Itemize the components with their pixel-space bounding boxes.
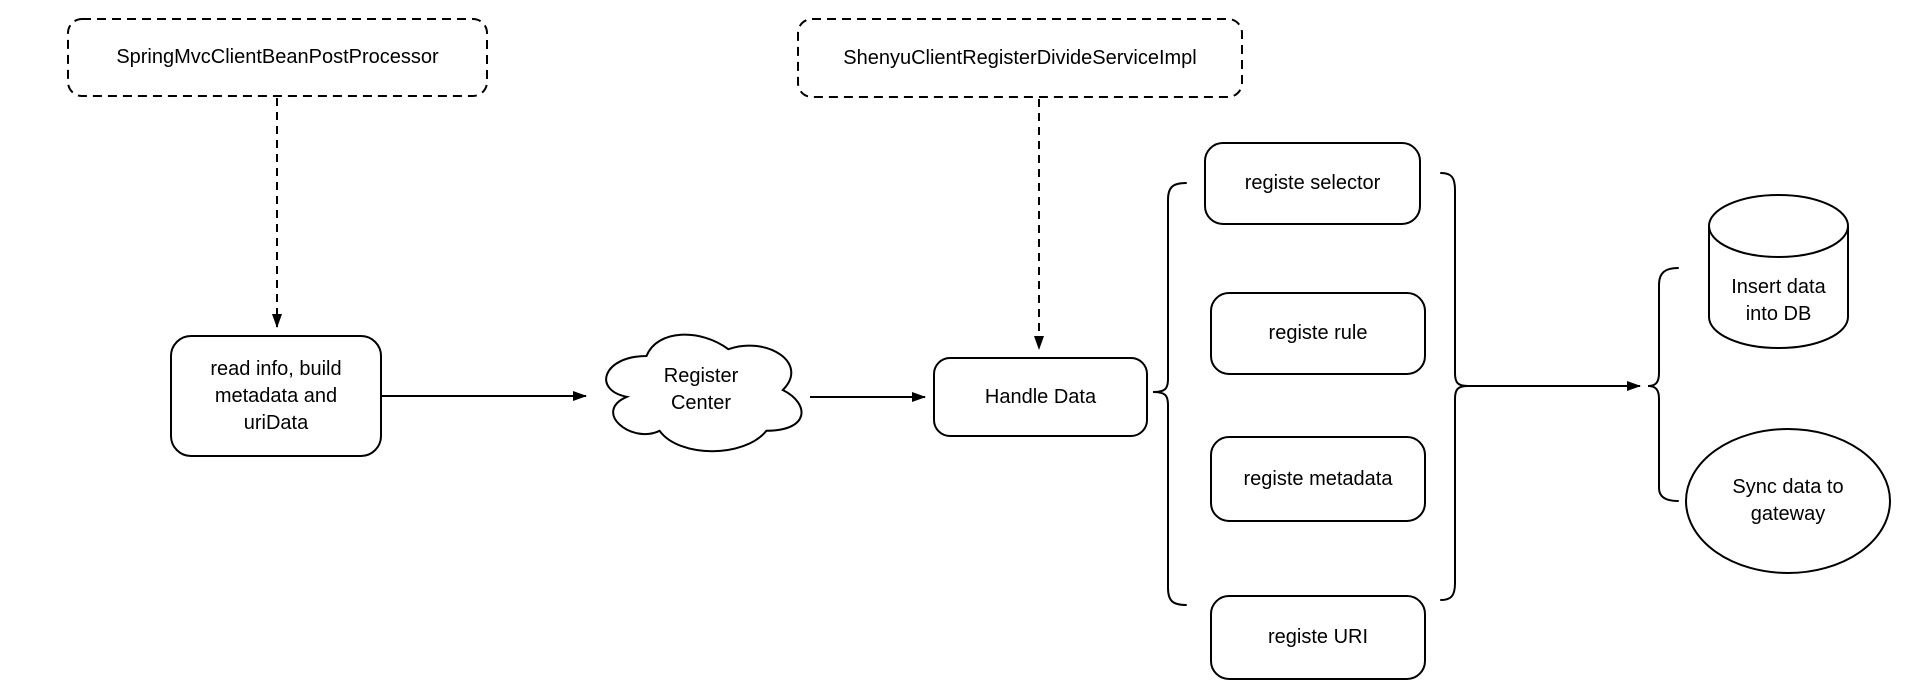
- handle-data-box: [933, 357, 1148, 437]
- shenyu-service-box: [797, 18, 1243, 98]
- registe-uri-box: [1210, 595, 1426, 680]
- output-group-left-brace: [1647, 267, 1679, 502]
- sync-gateway-ellipse-shape: [1685, 428, 1891, 574]
- registe-group-left-brace: [1152, 182, 1187, 606]
- registe-metadata-box: [1210, 436, 1426, 522]
- registe-selector-box: [1204, 142, 1421, 225]
- db-cylinder-shape: [1708, 194, 1849, 349]
- registe-rule-box: [1210, 292, 1426, 375]
- db-cylinder-cap-arc: [1708, 225, 1849, 258]
- read-info-box: [170, 335, 382, 457]
- registe-group-right-brace: [1440, 172, 1469, 601]
- register-center-cloud-shape: [605, 333, 803, 453]
- spring-processor-box: [67, 18, 488, 97]
